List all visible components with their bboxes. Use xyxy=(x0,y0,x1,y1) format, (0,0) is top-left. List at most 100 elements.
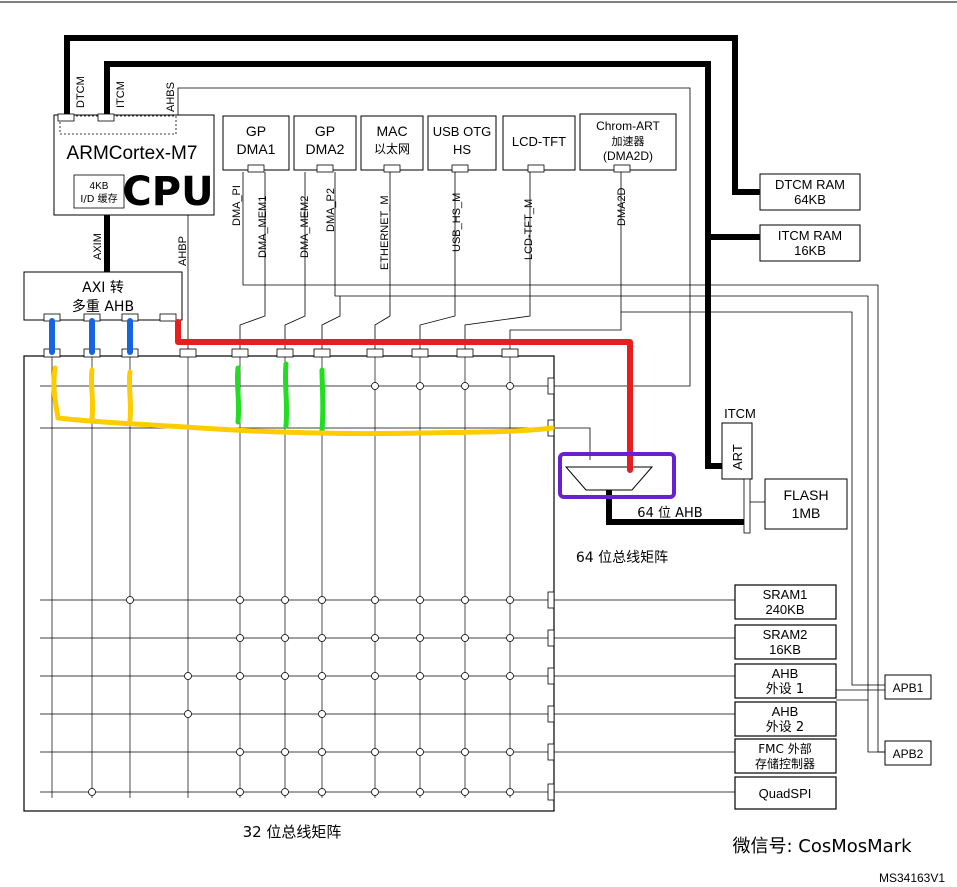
annotations xyxy=(49,318,676,499)
matrix-crosspoint xyxy=(318,634,326,642)
svg-text:外设 2: 外设 2 xyxy=(766,720,804,735)
apb1-box: APB1 xyxy=(884,674,932,700)
flash-box: FLASH 1MB xyxy=(764,478,848,530)
matrix-master-port xyxy=(456,348,474,358)
master-lcd-tft: LCD-TFT xyxy=(502,115,576,173)
axi-bridge-line2: 多重 AHB xyxy=(72,298,134,315)
cpu-port-area xyxy=(59,115,177,135)
svg-text:FLASH: FLASH xyxy=(783,487,828,503)
ahb-converter xyxy=(564,466,654,491)
master-mac-ethernet: MAC 以太网 xyxy=(360,115,424,173)
port-axim-label: AXIM xyxy=(92,233,104,260)
matrix-crosspoint xyxy=(371,672,379,680)
matrix-crosspoint xyxy=(318,748,326,756)
port-dma-pi: DMA_PI xyxy=(231,185,243,226)
dma-p2-drop xyxy=(321,296,341,352)
matrix-crosspoint xyxy=(318,672,326,680)
cache-box xyxy=(73,174,125,209)
axi-blue-links xyxy=(49,318,133,355)
svg-text:GP: GP xyxy=(246,123,266,139)
port-ahbp-label: AHBP xyxy=(177,236,189,266)
master-chrom-art: Chrom-ART 加速器 (DMA2D) xyxy=(579,113,677,173)
slaves: SRAM1 240KB SRAM2 16KB AHB 外设 1 AHB 外设 2… xyxy=(734,584,837,810)
matrix-master-port xyxy=(276,348,294,358)
matrix-crosspoint xyxy=(461,748,469,756)
cpu-title: ARMCortex-M7 xyxy=(67,143,198,164)
master-gp-dma1: GP DMA1 xyxy=(222,115,290,173)
port-dma2d: DMA2D xyxy=(616,187,628,226)
svg-text:ITCM RAM: ITCM RAM xyxy=(778,228,842,243)
matrix-crosspoint xyxy=(281,672,289,680)
matrix-crosspoint xyxy=(236,596,244,604)
slave-ahb-periph1: AHB 外设 1 xyxy=(734,663,837,699)
svg-text:Chrom-ART: Chrom-ART xyxy=(596,119,660,133)
svg-text:MAC: MAC xyxy=(376,123,407,139)
usb-wire xyxy=(419,172,456,352)
bus-masters: GP DMA1 GP DMA2 MAC 以太网 USB OTG HS LCD-T… xyxy=(222,113,677,173)
matrix-crosspoint xyxy=(236,634,244,642)
svg-text:以太网: 以太网 xyxy=(374,141,410,156)
ahb64-label: 64 位 AHB xyxy=(637,506,702,521)
svg-text:1MB: 1MB xyxy=(792,505,821,521)
art-box xyxy=(721,422,753,480)
matrix-crosspoint xyxy=(416,748,424,756)
cpu-block: ARMCortex-M7 4KB I/D 缓存 CPU DTCM ITCM AH… xyxy=(53,76,215,266)
matrix-crosspoint xyxy=(281,748,289,756)
svg-text:DMA1: DMA1 xyxy=(237,141,276,157)
slave-quadspi: QuadSPI xyxy=(734,776,837,810)
matrix-master-port xyxy=(313,348,331,358)
svg-text:SRAM1: SRAM1 xyxy=(763,587,808,602)
matrix-crosspoint xyxy=(506,382,514,390)
dma-mem1-wire xyxy=(239,172,266,352)
port-ethernet-m: ETHERNET_M xyxy=(379,195,391,270)
matrix-crosspoint xyxy=(184,672,192,680)
itcm-port-icon xyxy=(97,113,115,122)
port-usb-hs-m: USB_HS_M xyxy=(451,193,463,252)
matrix-slave-port xyxy=(547,591,555,609)
dtcm-port-icon xyxy=(57,113,75,122)
axi-bridge-line1: AXI 转 xyxy=(82,280,124,296)
matrix-crosspoint xyxy=(88,788,96,796)
dma2d-drop xyxy=(509,312,622,352)
tcm-rams: DTCM RAM 64KB ITCM RAM 16KB xyxy=(759,173,861,262)
port-dma-mem1: DMA_MEM1 xyxy=(257,196,269,258)
svg-text:16KB: 16KB xyxy=(794,243,826,258)
matrix-crosspoint xyxy=(318,596,326,604)
svg-text:GP: GP xyxy=(315,123,335,139)
matrix-crosspoints xyxy=(88,382,514,796)
matrix-crosspoint xyxy=(236,672,244,680)
matrix-crosspoint xyxy=(371,634,379,642)
axi-bridge: AXI 转 多重 AHB xyxy=(23,271,183,322)
matrix-crosspoint xyxy=(236,748,244,756)
svg-text:LCD-TFT: LCD-TFT xyxy=(512,134,566,149)
svg-text:HS: HS xyxy=(453,142,471,157)
port-dtcm-label: DTCM xyxy=(75,76,87,108)
matrix-crosspoint xyxy=(506,596,514,604)
matrix-crosspoint xyxy=(416,788,424,796)
svg-text:QuadSPI: QuadSPI xyxy=(759,786,812,801)
matrix-crosspoint xyxy=(461,788,469,796)
apb2-box: APB2 xyxy=(884,740,932,766)
matrix-crosspoint xyxy=(416,634,424,642)
slave-fmc: FMC 外部 存储控制器 xyxy=(734,738,837,774)
port-dma-p2: DMA_P2 xyxy=(325,188,337,232)
matrix-slave-port xyxy=(547,743,555,761)
matrix-crosspoint xyxy=(506,748,514,756)
eth-wire xyxy=(374,172,391,352)
matrix-to-converter xyxy=(553,427,591,460)
art-label: ART xyxy=(730,444,745,470)
matrix32-label: 32 位总线矩阵 xyxy=(243,823,342,841)
matrix-slave-port xyxy=(547,667,555,685)
svg-text:外设 1: 外设 1 xyxy=(766,682,804,697)
path-yellow-highlight xyxy=(51,365,555,437)
matrix-crosspoint xyxy=(416,596,424,604)
dma-p2-wire xyxy=(334,172,869,700)
thin-wires xyxy=(177,87,885,753)
itcm-art-label: ITCM xyxy=(724,406,756,421)
matrix-crosspoint xyxy=(506,672,514,680)
matrix-master-port xyxy=(411,348,429,358)
watermark: 微信号: CosMosMark xyxy=(732,836,912,857)
apb-bridges: APB1 APB2 xyxy=(884,674,932,766)
matrix-master-port xyxy=(231,348,249,358)
